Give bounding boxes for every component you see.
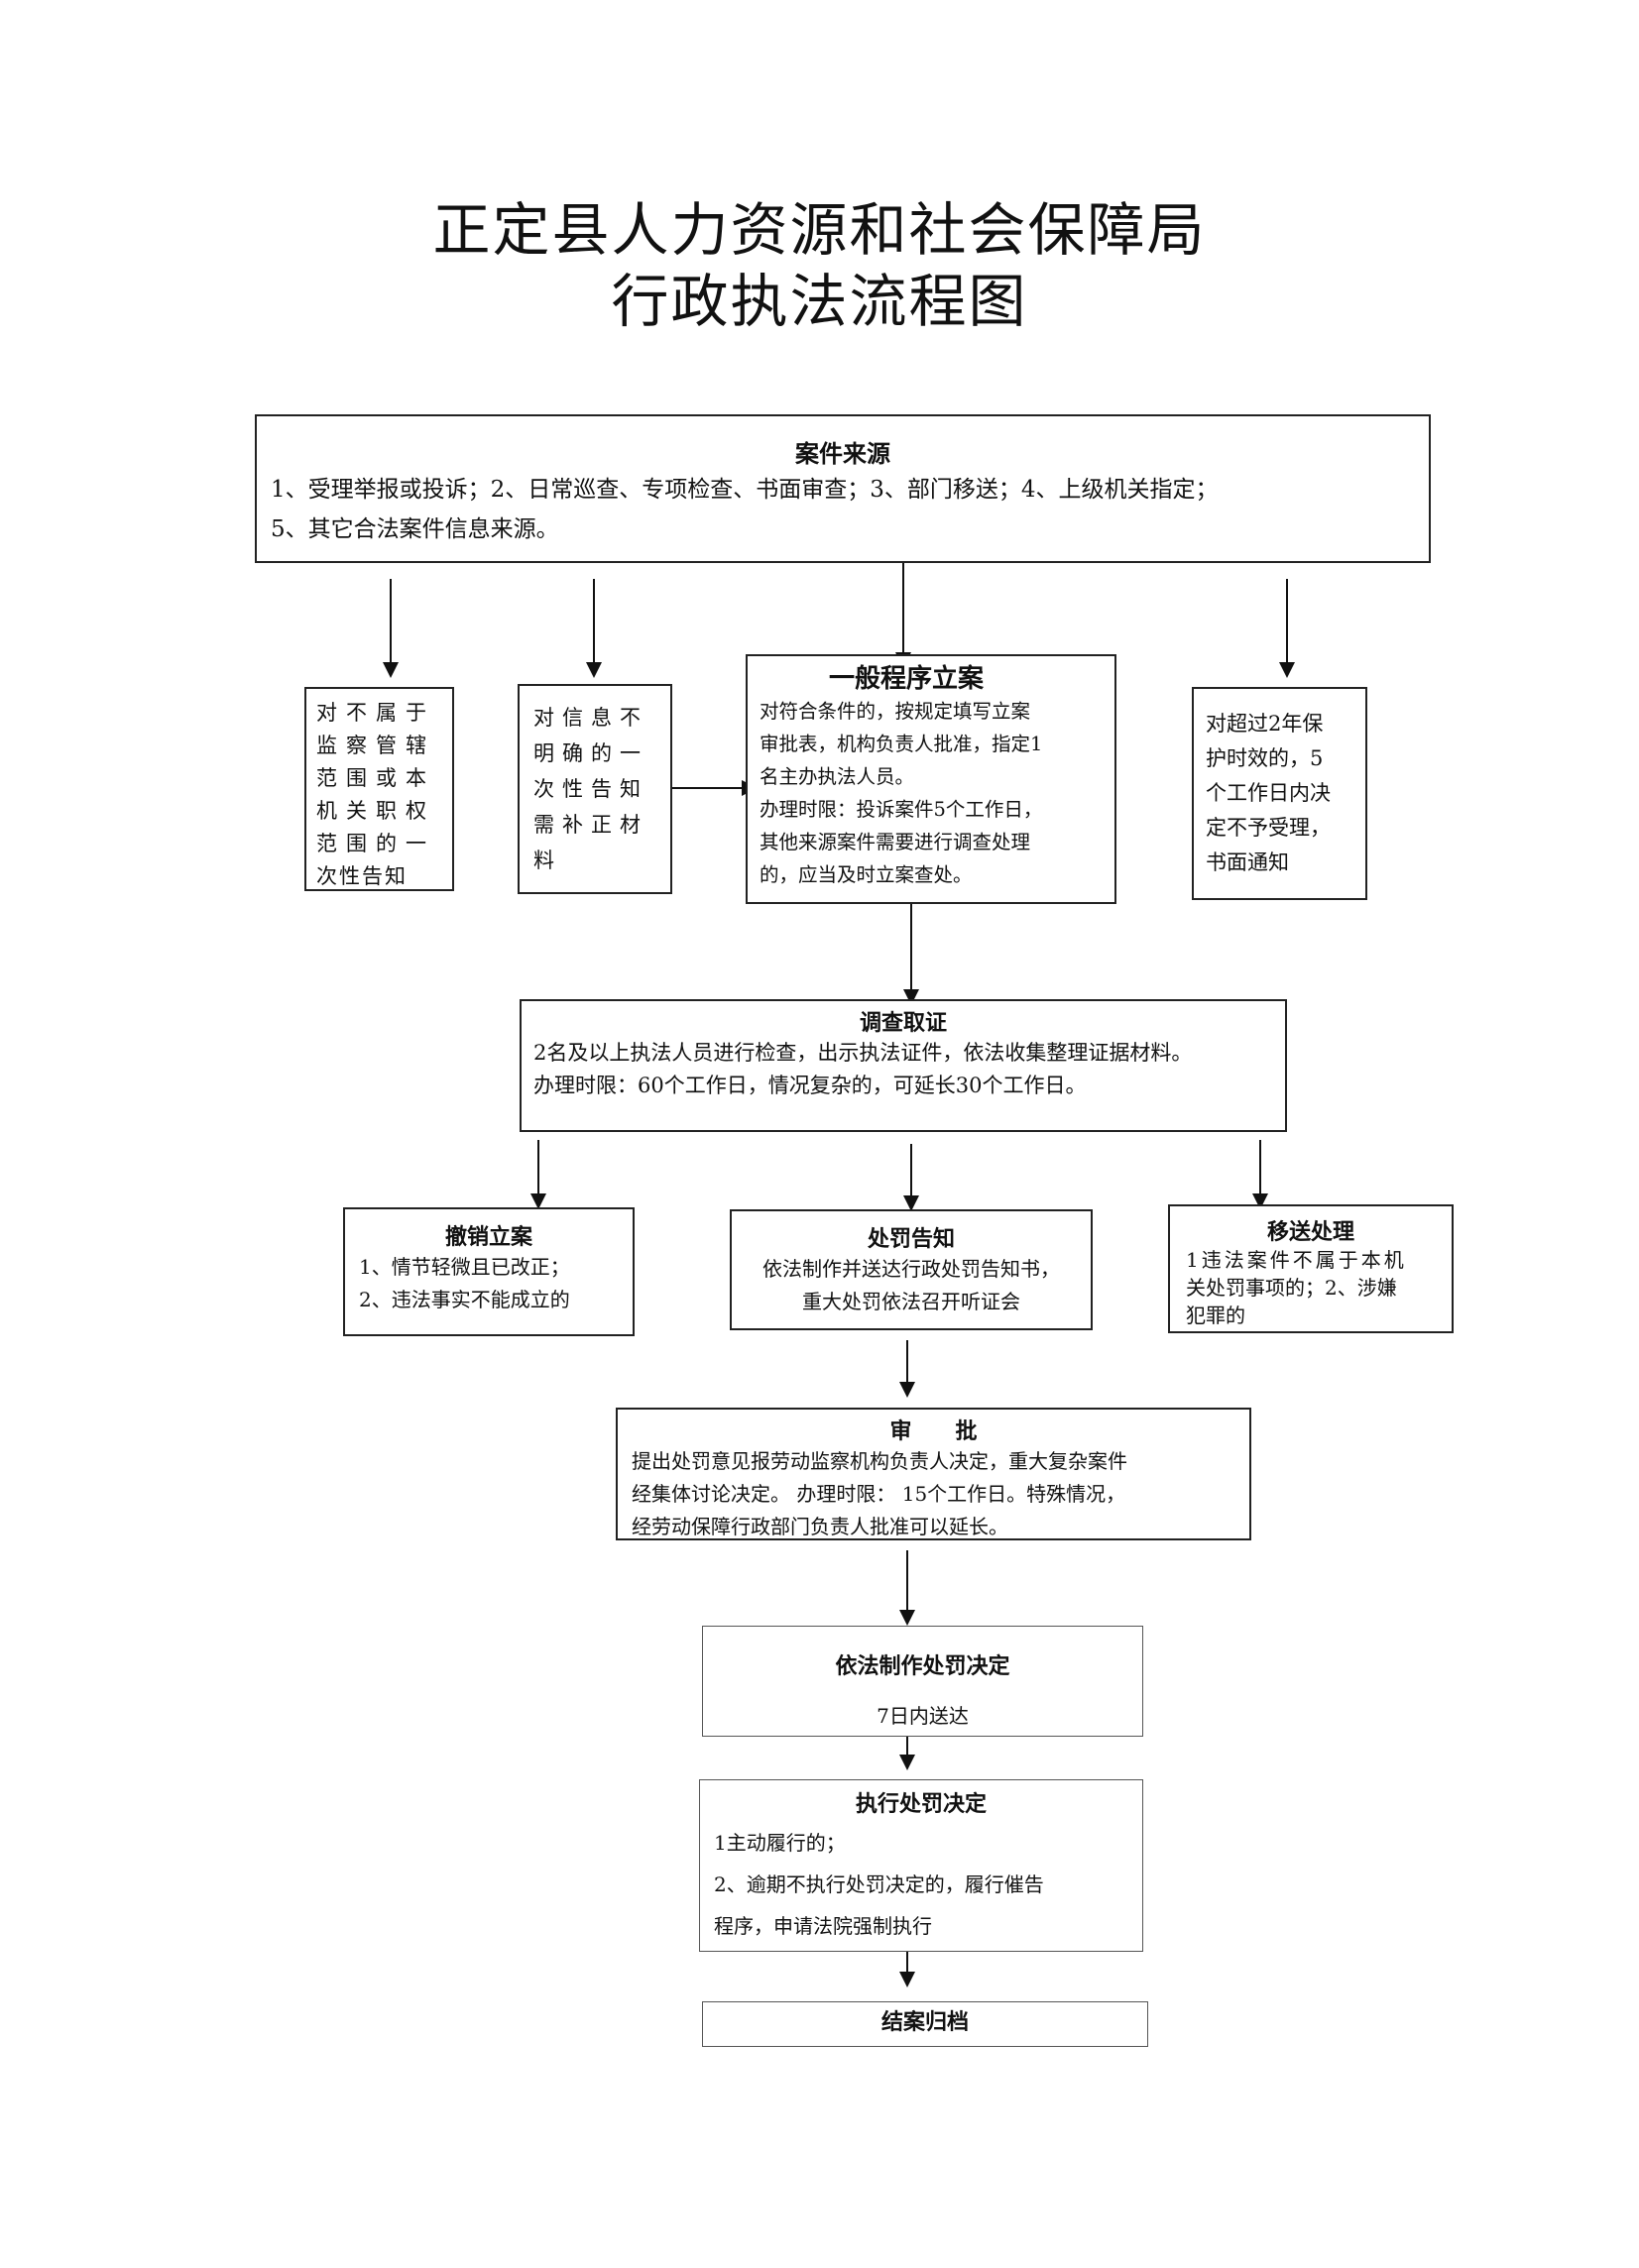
arrow-line [537, 1140, 539, 1195]
penalty-notice-box: 处罚告知 依法制作并送达行政处罚告知书， 重大处罚依法召开听证会 [730, 1209, 1093, 1330]
case-source-box: 案件来源 1、受理举报或投诉；2、日常巡查、专项检查、书面审查；3、部门移送；4… [255, 414, 1431, 563]
arrow-line [906, 1737, 908, 1757]
arrow-line [906, 1550, 908, 1612]
overdue-box: 对超过2年保 护时效的，5 个工作日内决 定不予受理， 书面通知 [1192, 687, 1367, 900]
revoke-line: 1、情节轻微且已改正； [359, 1255, 570, 1279]
arrow-head [899, 1755, 915, 1770]
penalty-notice-line: 重大处罚依法召开听证会 [802, 1290, 1020, 1313]
not-jurisdiction-line: 监察管辖 [316, 734, 435, 757]
overdue-line: 护时效的，5 [1206, 746, 1324, 770]
arrow-head [899, 1610, 915, 1626]
execute-line: 2、逾期不执行处罚决定的，履行催告 [714, 1872, 1044, 1896]
approval-line: 经集体讨论决定。 办理时限： 15个工作日。特殊情况， [632, 1482, 1126, 1506]
general-case-line: 办理时限：投诉案件5个工作日， [760, 798, 1043, 821]
investigation-title: 调查取证 [859, 1011, 947, 1036]
not-jurisdiction-line: 对不属于 [316, 701, 435, 725]
unclear-info-line: 料 [533, 849, 562, 872]
general-case-line: 其他来源案件需要进行调查处理 [760, 831, 1031, 853]
revoke-title: 撤销立案 [444, 1225, 532, 1250]
case-source-line2: 5、其它合法案件信息来源。 [271, 516, 559, 542]
overdue-line: 对超过2年保 [1206, 712, 1324, 736]
general-case-line: 对符合条件的，按规定填写立案 [760, 700, 1031, 723]
arrow-line [910, 904, 912, 991]
unclear-info-box: 对信息不 明确的一 次性告知 需补正材 料 [518, 684, 672, 894]
arrow-head [903, 1195, 919, 1211]
transfer-line: 1违法案件不属于本机 [1186, 1248, 1407, 1272]
arrow-head [383, 662, 399, 678]
arrow-head [899, 1382, 915, 1398]
penalty-notice-line: 依法制作并送达行政处罚告知书， [762, 1257, 1060, 1281]
arrow-head [1279, 662, 1295, 678]
execute-box: 执行处罚决定 1主动履行的； 2、逾期不执行处罚决定的，履行催告 程序，申请法院… [699, 1779, 1143, 1952]
arrow-line [1259, 1140, 1261, 1195]
not-jurisdiction-box: 对不属于 监察管辖 范围或本 机关职权 范围的一 次性告知 [304, 687, 454, 891]
archive-box: 结案归档 [702, 2001, 1148, 2047]
arrow-line [1286, 579, 1288, 664]
page-title-line2: 行政执法流程图 [611, 268, 1028, 335]
overdue-line: 定不予受理， [1206, 816, 1331, 840]
transfer-box: 移送处理 1违法案件不属于本机 关处罚事项的；2、涉嫌 犯罪的 [1168, 1204, 1454, 1333]
decision-title: 依法制作处罚决定 [835, 1654, 1010, 1679]
case-source-line1: 1、受理举报或投诉；2、日常巡查、专项检查、书面审查；3、部门移送；4、上级机关… [271, 477, 1219, 503]
overdue-line: 书面通知 [1206, 850, 1289, 874]
general-case-line: 审批表，机构负责人批准，指定1 [760, 733, 1043, 755]
execute-line: 1主动履行的； [714, 1831, 846, 1855]
arrow-line [906, 1952, 908, 1974]
decision-note: 7日内送达 [877, 1704, 969, 1728]
unclear-info-line: 对信息不 [533, 706, 648, 730]
general-case-box: 一般程序立案 对符合条件的，按规定填写立案 审批表，机构负责人批准，指定1 名主… [746, 654, 1116, 904]
general-case-line: 的，应当及时立案查处。 [760, 863, 973, 886]
arrow-line [672, 787, 744, 789]
investigation-line1: 2名及以上执法人员进行检查，出示执法证件，依法收集整理证据材料。 [533, 1041, 1193, 1065]
not-jurisdiction-line: 范围的一 [316, 832, 435, 855]
decision-box: 依法制作处罚决定 7日内送达 [702, 1626, 1143, 1737]
approval-title: 审 批 [889, 1419, 978, 1444]
execute-line: 程序，申请法院强制执行 [714, 1914, 932, 1938]
arrow-line [390, 579, 392, 664]
case-source-title: 案件来源 [795, 440, 890, 468]
not-jurisdiction-line: 机关职权 [316, 799, 435, 823]
revoke-line: 2、违法事实不能成立的 [359, 1288, 570, 1311]
penalty-notice-title: 处罚告知 [867, 1227, 955, 1252]
revoke-box: 撤销立案 1、情节轻微且已改正； 2、违法事实不能成立的 [343, 1207, 635, 1336]
page-title-line1: 正定县人力资源和社会保障局 [432, 196, 1207, 264]
unclear-info-line: 需补正材 [533, 813, 648, 837]
arrow-line [910, 1144, 912, 1197]
approval-line: 提出处罚意见报劳动监察机构负责人决定，重大复杂案件 [632, 1449, 1127, 1473]
investigation-box: 调查取证 2名及以上执法人员进行检查，出示执法证件，依法收集整理证据材料。 办理… [520, 999, 1287, 1132]
transfer-line: 犯罪的 [1186, 1304, 1245, 1327]
investigation-line2: 办理时限：60个工作日，情况复杂的，可延长30个工作日。 [533, 1074, 1087, 1097]
not-jurisdiction-line: 次性告知 [316, 864, 408, 888]
arrow-head [899, 1972, 915, 1987]
arrow-head [530, 1193, 546, 1209]
approval-box: 审 批 提出处罚意见报劳动监察机构负责人决定，重大复杂案件 经集体讨论决定。 办… [616, 1408, 1251, 1540]
unclear-info-line: 次性告知 [533, 777, 648, 801]
approval-line: 经劳动保障行政部门负责人批准可以延长。 [632, 1515, 1008, 1538]
unclear-info-line: 明确的一 [533, 741, 648, 765]
arrow-head [586, 662, 602, 678]
arrow-line [906, 1340, 908, 1384]
transfer-title: 移送处理 [1266, 1220, 1354, 1245]
transfer-line: 关处罚事项的；2、涉嫌 [1186, 1276, 1397, 1300]
not-jurisdiction-line: 范围或本 [316, 766, 435, 790]
arrow-line [902, 563, 904, 654]
general-case-title: 一般程序立案 [828, 664, 984, 694]
arrow-line [593, 579, 595, 664]
general-case-line: 名主办执法人员。 [760, 765, 915, 788]
overdue-line: 个工作日内决 [1206, 781, 1331, 805]
archive-title: 结案归档 [880, 2010, 969, 2035]
execute-title: 执行处罚决定 [855, 1792, 987, 1817]
